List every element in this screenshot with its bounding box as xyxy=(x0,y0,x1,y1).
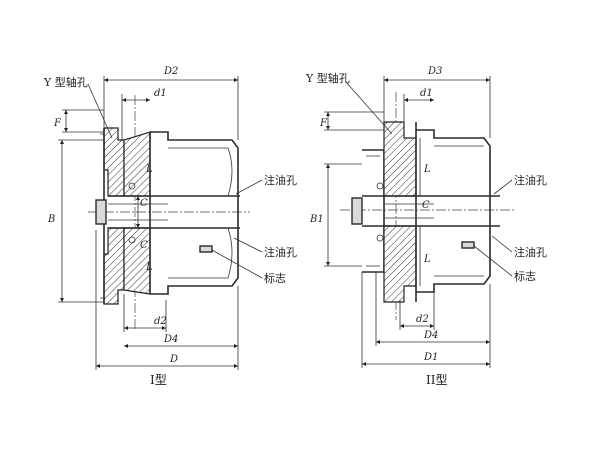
dim-b1-right: B1 xyxy=(309,214,324,225)
flange-hub-left xyxy=(100,127,125,305)
label-oil-hole-1-left: 注油孔 xyxy=(264,173,297,187)
label-mark-right: 标志 xyxy=(514,269,536,283)
dim-l-lower-left: L xyxy=(145,262,153,273)
oil-plug-lower xyxy=(128,236,136,244)
dim-d2-right: d2 xyxy=(416,314,429,325)
mark-plate-right xyxy=(461,241,475,249)
view-type-1: Y 型轴孔 D2 d1 F B L L C C 注油孔 注油孔 标志 d2 D4… xyxy=(43,66,297,387)
dim-f-right: F xyxy=(319,118,328,129)
label-y-hole-left: Y 型轴孔 xyxy=(43,75,88,89)
bolt-head-right xyxy=(351,197,363,225)
shaft-bore xyxy=(95,182,240,244)
outer-housing-right xyxy=(416,129,491,293)
caption-type-1: I型 xyxy=(150,373,167,387)
dimensions-left xyxy=(58,76,263,370)
dim-d1-bottom-right: D1 xyxy=(423,352,438,363)
dim-d1-left: d1 xyxy=(154,88,167,99)
dim-l-upper-left: L xyxy=(145,164,153,175)
label-oil-hole-2-left: 注油孔 xyxy=(264,245,297,259)
bolt-head-left xyxy=(95,199,107,225)
label-oil-hole-2-right: 注油孔 xyxy=(514,245,547,259)
oil-plug-upper-right xyxy=(376,182,384,190)
dim-c-right: C xyxy=(422,200,430,211)
outer-flange-right xyxy=(362,149,385,273)
dim-d2-lower-left: d2 xyxy=(154,316,167,327)
inner-sleeve xyxy=(123,131,151,295)
dim-d3-right: D3 xyxy=(427,66,442,77)
label-y-hole-right: Y 型轴孔 xyxy=(305,71,350,85)
outer-housing xyxy=(150,131,239,295)
oil-plug-upper xyxy=(128,182,136,190)
dim-d-left: D xyxy=(169,354,178,365)
dim-l-lower-right: L xyxy=(423,254,431,265)
dimensions-right xyxy=(324,76,513,368)
hub-right xyxy=(383,121,417,303)
dim-c-upper-left: C xyxy=(140,198,148,209)
mark-plate xyxy=(199,245,213,253)
dim-c-lower-left: C xyxy=(140,240,148,251)
label-mark-left: 标志 xyxy=(264,271,286,285)
label-oil-hole-1-right: 注油孔 xyxy=(514,173,547,187)
dim-d4-right: D4 xyxy=(423,330,438,341)
dim-b-left: B xyxy=(47,214,55,225)
view-type-2: Y 型轴孔 D3 d1 F B1 L C L 注油孔 注油孔 标志 d2 D4 … xyxy=(305,66,547,387)
dim-d4-left: D4 xyxy=(163,334,178,345)
shaft-right xyxy=(351,182,500,242)
caption-type-2: II型 xyxy=(426,373,447,387)
dim-f-left: F xyxy=(53,118,62,129)
oil-plug-lower-right xyxy=(376,234,384,242)
dim-l-upper-right: L xyxy=(423,164,431,175)
dim-d2-upper-left: D2 xyxy=(163,66,178,77)
dim-d1-right: d1 xyxy=(420,88,433,99)
